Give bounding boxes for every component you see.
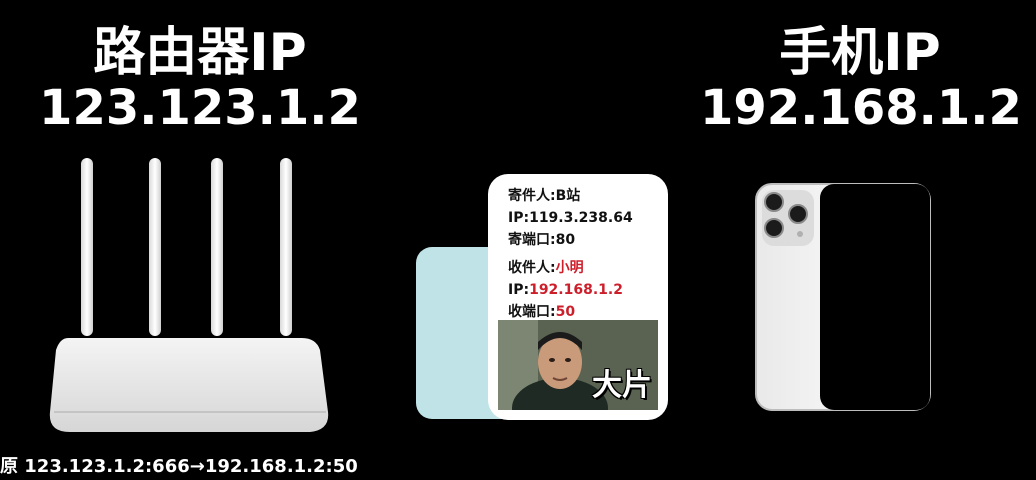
receiver-line: 收件人:小明: [508, 260, 584, 276]
image-caption: 大片: [592, 368, 652, 403]
phone-image: [755, 183, 931, 411]
camera-lens: [764, 192, 784, 212]
receiver-ip-line: IP:192.168.1.2: [508, 282, 623, 298]
router-body: [49, 338, 329, 432]
sender-ip-line: IP:119.3.238.64: [508, 210, 633, 226]
sender-line: 寄件人:B站: [508, 188, 581, 204]
antenna: [280, 158, 292, 336]
receiver-port-line: 收端口:50: [508, 304, 576, 320]
camera-lens: [764, 218, 784, 238]
phone-ip-title: 手机IP: [779, 23, 941, 83]
antenna: [149, 158, 161, 336]
antenna: [81, 158, 93, 336]
movie-image: 大片: [498, 320, 658, 410]
camera-lens: [788, 204, 808, 224]
router-ip-value: 123.123.1.2: [39, 80, 361, 136]
antenna: [211, 158, 223, 336]
router-ip-title: 路由器IP: [93, 23, 307, 83]
phone-screen: [820, 184, 930, 410]
phone-ip-value: 192.168.1.2: [700, 80, 1022, 136]
sender-port-line: 寄端口:80: [508, 232, 576, 248]
packet-card: 寄件人:B站 IP:119.3.238.64 寄端口:80 收件人:小明 IP:…: [488, 174, 668, 420]
person-figure: [498, 320, 658, 410]
router-image: [49, 158, 329, 432]
bottom-caption: 原 123.123.1.2:666→192.168.1.2:50: [0, 456, 358, 477]
